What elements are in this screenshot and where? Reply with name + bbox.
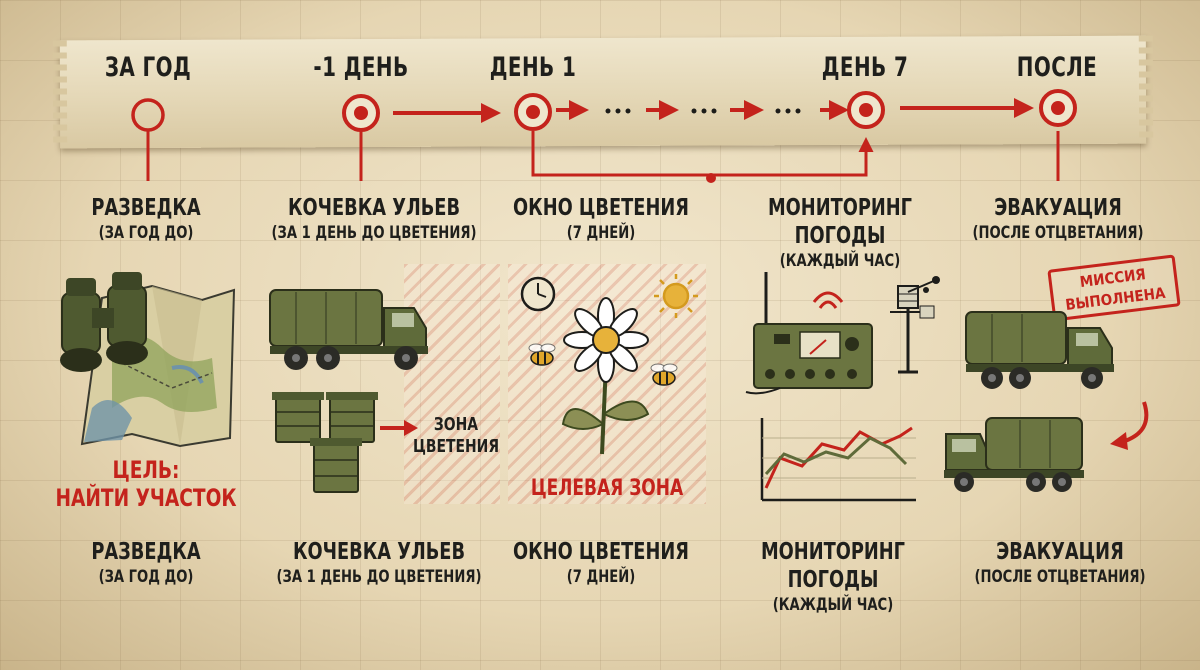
heading-top-evacuation: ЭВАКУАЦИЯ (ПОСЛЕ ОТЦВЕТАНИЯ)	[972, 195, 1144, 243]
daisy-icon	[561, 297, 650, 455]
sun-icon	[654, 274, 698, 318]
heading-top-relocation: КОЧЕВКА УЛЬЕВ (ЗА 1 ДЕНЬ ДО ЦВЕТЕНИЯ)	[271, 195, 477, 243]
truck-icon	[269, 289, 428, 370]
stage-label-after: ПОСЛЕ	[1016, 52, 1098, 83]
line-chart-icon	[760, 418, 916, 502]
radio-icon	[745, 272, 873, 395]
node-year-before	[131, 98, 165, 132]
heading-top-weather: МОНИТОРИНГ ПОГОДЫ (КАЖДЫЙ ЧАС)	[767, 195, 913, 271]
clock-icon	[520, 276, 556, 312]
heading-bottom-bloom: ОКНО ЦВЕТЕНИЯ (7 ДНЕЙ)	[513, 539, 689, 587]
bee-icon	[650, 363, 678, 386]
heading-bottom-evacuation: ЭВАКУАЦИЯ (ПОСЛЕ ОТЦВЕТАНИЯ)	[974, 539, 1146, 587]
goal-label: ЦЕЛЬ: НАЙТИ УЧАСТОК	[55, 456, 237, 512]
bloom-zone-label: ЗОНА ЦВЕТЕНИЯ	[412, 414, 500, 457]
bee-icon	[528, 343, 556, 366]
bloom-zone-hatch	[404, 264, 500, 504]
target-zone-label: ЦЕЛЕВАЯ ЗОНА	[530, 476, 684, 501]
heading-bottom-relocation: КОЧЕВКА УЛЬЕВ (ЗА 1 ДЕНЬ ДО ЦВЕТЕНИЯ)	[276, 539, 482, 587]
weather-illustration	[745, 272, 940, 502]
heading-top-recon: РАЗВЕДКА (ЗА ГОД ДО)	[91, 195, 201, 243]
node-day-minus-1	[342, 94, 380, 132]
node-day-7	[847, 91, 885, 129]
recon-illustration	[60, 272, 236, 448]
bracket-dot	[706, 173, 716, 183]
weather-station-icon	[890, 276, 940, 374]
bloom-illustration	[520, 274, 698, 455]
heading-top-bloom: ОКНО ЦВЕТЕНИЯ (7 ДНЕЙ)	[513, 195, 689, 243]
node-after	[1039, 89, 1077, 127]
heading-bottom-recon: РАЗВЕДКА (ЗА ГОД ДО)	[91, 539, 201, 587]
beehive-icon	[272, 392, 418, 493]
stage-label-day-7: ДЕНЬ 7	[821, 52, 909, 83]
heading-bottom-weather: МОНИТОРИНГ ПОГОДЫ (КАЖДЫЙ ЧАС)	[760, 539, 906, 615]
stage-label-day-minus-1: -1 ДЕНЬ	[313, 52, 409, 83]
truck-icon	[944, 417, 1084, 492]
binoculars-icon	[60, 272, 148, 372]
dots-ellipsis	[605, 108, 801, 114]
stage-label-year-before: ЗА ГОД	[104, 52, 192, 83]
curved-arrow-icon	[1110, 401, 1149, 450]
node-day-1	[514, 93, 552, 131]
window-bracket	[531, 131, 874, 177]
truck-icon	[965, 311, 1114, 389]
stage-label-day-1: ДЕНЬ 1	[489, 52, 577, 83]
